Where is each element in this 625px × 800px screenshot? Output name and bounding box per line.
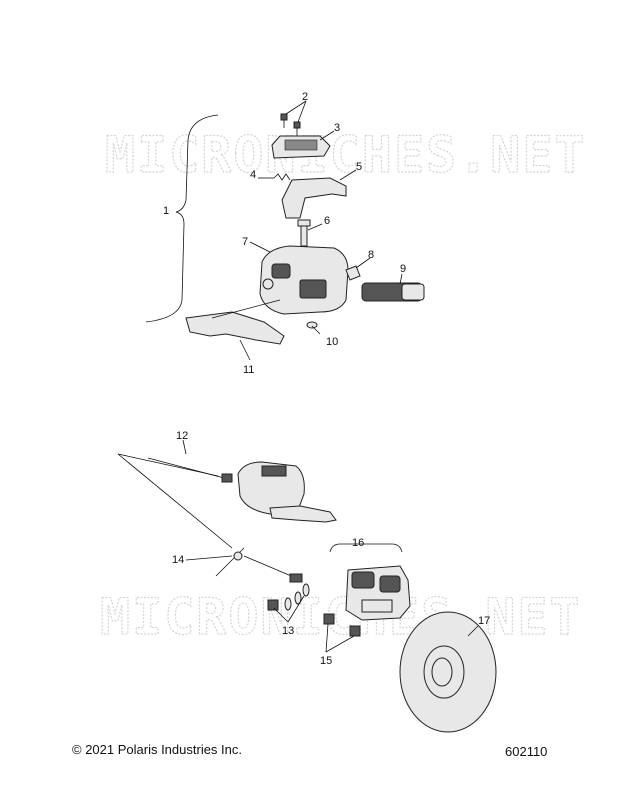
callout-16: 16: [352, 537, 364, 549]
brake-lever-part: [185, 311, 285, 345]
callout-11: 11: [243, 364, 254, 376]
callout-10: 10: [326, 336, 338, 348]
master-cylinder-housing-part: [259, 245, 349, 315]
copyright-notice: © 2021 Polaris Industries Inc.: [72, 742, 242, 757]
reservoir-cover-part: [271, 135, 331, 159]
clip-part: [345, 265, 361, 281]
callout-1: 1: [163, 205, 169, 217]
watermark-bottom: MICRONICHES.NET: [100, 588, 582, 646]
piston-part: [361, 282, 425, 302]
o-ring-part: [306, 321, 318, 329]
watermark-top: MICRONICHES.NET: [105, 126, 587, 184]
callout-8: 8: [368, 249, 374, 261]
spring-part: [273, 173, 291, 181]
lever-arm-part: [281, 177, 347, 219]
master-cylinder-assembly-part: [237, 461, 337, 523]
caliper-bolts-part: [323, 613, 361, 637]
callout-13: 13: [282, 625, 294, 637]
diagram-number: 602110: [505, 744, 548, 759]
callout-7: 7: [242, 236, 248, 248]
callout-9: 9: [400, 263, 406, 275]
screw-pair-part: [280, 113, 301, 136]
brake-disc-part: [399, 611, 497, 733]
callout-15: 15: [320, 655, 332, 667]
callout-2: 2: [302, 91, 308, 103]
callout-12: 12: [176, 430, 188, 442]
pivot-pin-part: [297, 219, 311, 247]
callout-labels: 1 2 3 4 5 6 7 8 9 10 11 12 13 14 15 16 1…: [163, 91, 490, 667]
brake-caliper-part: [345, 565, 411, 621]
callout-5: 5: [356, 161, 362, 173]
bolt-washer-set-part: [267, 583, 310, 611]
banjo-bolt-part: [215, 547, 303, 583]
callout-6: 6: [324, 215, 330, 227]
callout-14: 14: [172, 554, 184, 566]
assembly-bracket: [145, 114, 219, 323]
callout-3: 3: [334, 122, 340, 134]
callout-17: 17: [478, 615, 490, 627]
callout-4: 4: [250, 169, 256, 181]
